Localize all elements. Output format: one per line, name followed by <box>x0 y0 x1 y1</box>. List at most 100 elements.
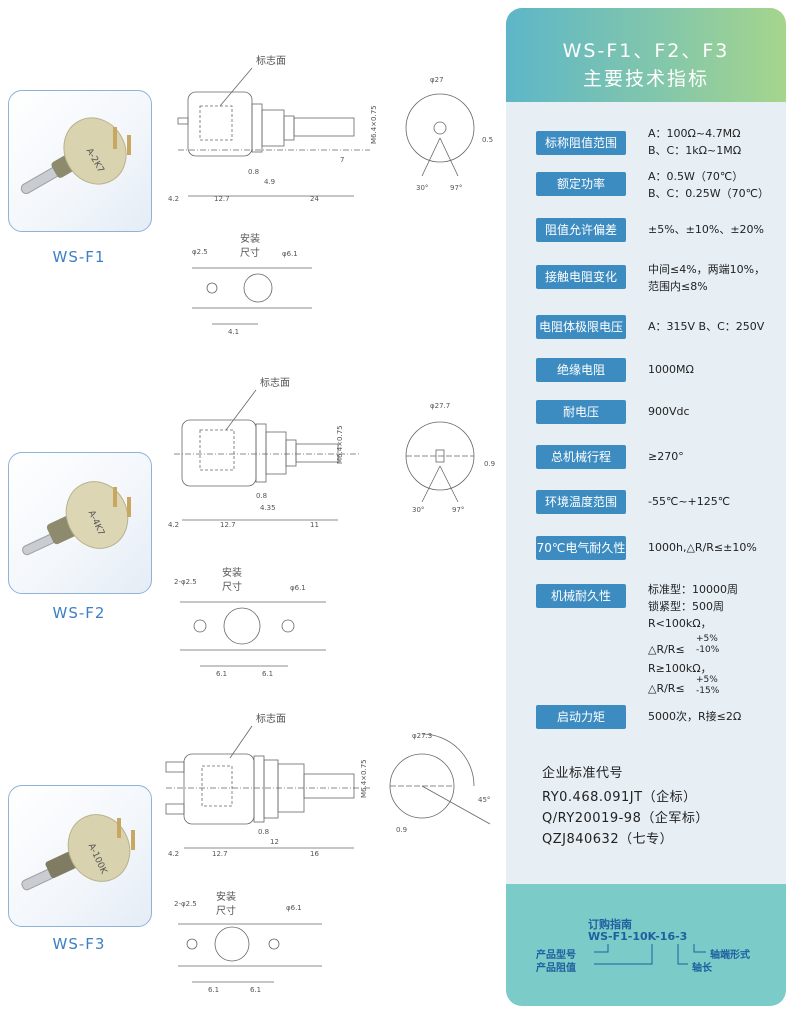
svg-text:97°: 97° <box>450 184 462 192</box>
install-label: 安装 <box>216 890 236 903</box>
ws-f1-side-view-drawing: 标志面 4.2 12.7 24 0.8 4.9 7 M6.4×0.75 φ27 … <box>168 54 493 203</box>
model-label: WS-F1 <box>52 248 106 266</box>
svg-text:12.7: 12.7 <box>220 521 236 529</box>
svg-text:12: 12 <box>270 838 279 846</box>
spec-label-starting-torque: 启动力矩 <box>536 705 626 729</box>
svg-text:45°: 45° <box>478 796 490 804</box>
label-shaft-length: 轴长 <box>692 963 712 974</box>
spec-value: R≥100kΩ， <box>648 662 712 675</box>
ordering-guide: 订购指南 WS-F1-10K-16-3 产品型号 产品阻值 轴端形式 轴长 <box>506 884 786 1006</box>
product-photo-ws-f1: A-2K7 <box>8 90 152 232</box>
spec-value: 900Vdc <box>648 405 690 418</box>
spec-value: 标准型：10000周 锁紧型：500周 R<100kΩ， <box>648 583 738 630</box>
potentiometer-image: A-2K7 <box>20 117 131 194</box>
spec-value: A：0.5W（70℃） B、C：0.25W（70℃） <box>648 170 769 200</box>
spec-value: ≥270° <box>648 450 684 463</box>
svg-text:4.1: 4.1 <box>228 328 239 336</box>
install-label: 尺寸 <box>222 580 242 593</box>
potentiometer-image: A-100K <box>21 814 135 891</box>
spec-label-mechanical-travel: 总机械行程 <box>536 445 626 469</box>
spec-label-electrical-endurance: 70℃电气耐久性 <box>536 536 626 560</box>
spec-value: ±5%、±10%、±20% <box>648 223 764 236</box>
svg-text:24: 24 <box>310 195 319 203</box>
tolerance-values: +5% -15% <box>696 675 720 696</box>
spec-value: A：100Ω~4.7MΩ B、C：1kΩ~1MΩ <box>648 127 742 157</box>
panel-title-line2: 主要技术指标 <box>582 68 709 90</box>
svg-text:φ27.7: φ27.7 <box>430 402 450 410</box>
ordering-code-leader-lines <box>594 944 706 965</box>
svg-text:30°: 30° <box>412 506 424 514</box>
svg-text:4.2: 4.2 <box>168 521 179 529</box>
svg-text:97°: 97° <box>452 506 464 514</box>
spec-label-contact-resistance: 接触电阻变化 <box>536 265 626 289</box>
spec-label-limit-voltage: 电阻体极限电压 <box>536 315 626 339</box>
tolerance-values: +5% -10% <box>696 634 720 655</box>
standard-item: RY0.468.091JT（企标） <box>542 790 697 805</box>
spec-label-insulation: 绝缘电阻 <box>536 358 626 382</box>
install-label: 尺寸 <box>240 246 260 259</box>
potentiometer-image: A-4K7 <box>21 481 131 556</box>
svg-text:M6.4×0.75: M6.4×0.75 <box>360 759 368 798</box>
svg-text:30°: 30° <box>416 184 428 192</box>
spec-label-rated-power: 额定功率 <box>536 172 626 196</box>
standard-item: QZJ840632（七专） <box>542 832 674 847</box>
svg-text:4.2: 4.2 <box>168 850 179 858</box>
svg-text:0.8: 0.8 <box>256 492 267 500</box>
svg-text:4.9: 4.9 <box>264 178 275 186</box>
spec-value: -55℃~+125℃ <box>648 495 731 508</box>
svg-text:φ6.1: φ6.1 <box>282 250 298 258</box>
svg-text:6.1: 6.1 <box>250 986 261 994</box>
svg-text:6.1: 6.1 <box>216 670 227 678</box>
tolerance-lt-100k: △R/R≤ <box>648 643 685 656</box>
standards-title: 企业标准代号 <box>542 766 624 781</box>
svg-text:0.9: 0.9 <box>396 826 407 834</box>
svg-text:φ27: φ27 <box>430 76 444 84</box>
svg-text:φ6.1: φ6.1 <box>286 904 302 912</box>
svg-text:12.7: 12.7 <box>214 195 230 203</box>
marking-face-label: 标志面 <box>256 54 286 67</box>
marking-face-label: 标志面 <box>256 712 286 725</box>
install-label: 尺寸 <box>216 904 236 917</box>
svg-text:0.8: 0.8 <box>248 168 259 176</box>
spec-value: 1000MΩ <box>648 363 694 376</box>
standard-item: Q/RY20019-98（企军标） <box>542 811 709 826</box>
svg-text:0.9: 0.9 <box>484 460 495 468</box>
drawings-column: A-2K7 WS-F1 A-4K7 WS-F2 A-100K WS-F3 标志面 <box>8 54 495 994</box>
label-resistance: 产品阻值 <box>536 963 576 974</box>
svg-text:M6.4×0.75: M6.4×0.75 <box>370 105 378 144</box>
spec-label-mechanical-endurance: 机械耐久性 <box>536 584 626 608</box>
panel-title-line1: WS-F1、F2、F3 <box>562 40 730 62</box>
spec-value: A：315V B、C：250V <box>648 320 765 333</box>
svg-text:2-φ2.5: 2-φ2.5 <box>174 900 197 908</box>
svg-text:φ2.5: φ2.5 <box>192 248 208 256</box>
ordering-code: WS-F1-10K-16-3 <box>588 930 688 943</box>
ws-f3-mounting-drawing: 安装 尺寸 2-φ2.5 φ6.1 6.1 6.1 <box>174 890 322 994</box>
product-photo-ws-f3: A-100K <box>8 785 152 927</box>
product-photo-ws-f2: A-4K7 <box>8 452 152 594</box>
svg-text:M6.4×0.75: M6.4×0.75 <box>336 425 344 464</box>
svg-text:6.1: 6.1 <box>262 670 273 678</box>
ws-f3-side-view-drawing: 标志面 4.2 12.7 16 0.8 12 M6.4×0.75 φ27.3 4… <box>165 712 490 858</box>
ordering-guide-title: 订购指南 <box>588 918 632 931</box>
svg-text:4.2: 4.2 <box>168 195 179 203</box>
spec-label-tolerance: 阻值允许偏差 <box>536 218 626 242</box>
marking-face-label: 标志面 <box>260 376 290 389</box>
ws-f2-mounting-drawing: 安装 尺寸 2-φ2.5 φ6.1 6.1 6.1 <box>174 566 326 678</box>
svg-text:12.7: 12.7 <box>212 850 228 858</box>
spec-value: 1000h,△R/R≤±10% <box>648 541 757 554</box>
spec-value: 5000次，R接≤2Ω <box>648 710 742 723</box>
install-label: 安装 <box>222 566 242 579</box>
svg-text:6.1: 6.1 <box>208 986 219 994</box>
svg-text:11: 11 <box>310 521 319 529</box>
spec-label-withstand-voltage: 耐电压 <box>536 400 626 424</box>
spec-value: 中间≤4%，两端10%， 范围内≤8% <box>648 263 766 293</box>
tolerance-ge-100k: △R/R≤ <box>648 682 685 695</box>
svg-text:0.5: 0.5 <box>482 136 493 144</box>
label-model: 产品型号 <box>536 950 576 961</box>
svg-text:2-φ2.5: 2-φ2.5 <box>174 578 197 586</box>
svg-text:φ6.1: φ6.1 <box>290 584 306 592</box>
svg-text:0.8: 0.8 <box>258 828 269 836</box>
svg-text:7: 7 <box>340 156 344 164</box>
spec-label-resistance-range: 标称阻值范围 <box>536 131 626 155</box>
ws-f2-side-view-drawing: 标志面 4.2 12.7 11 0.8 4.35 M6.4×0.75 φ27.7… <box>168 376 495 529</box>
